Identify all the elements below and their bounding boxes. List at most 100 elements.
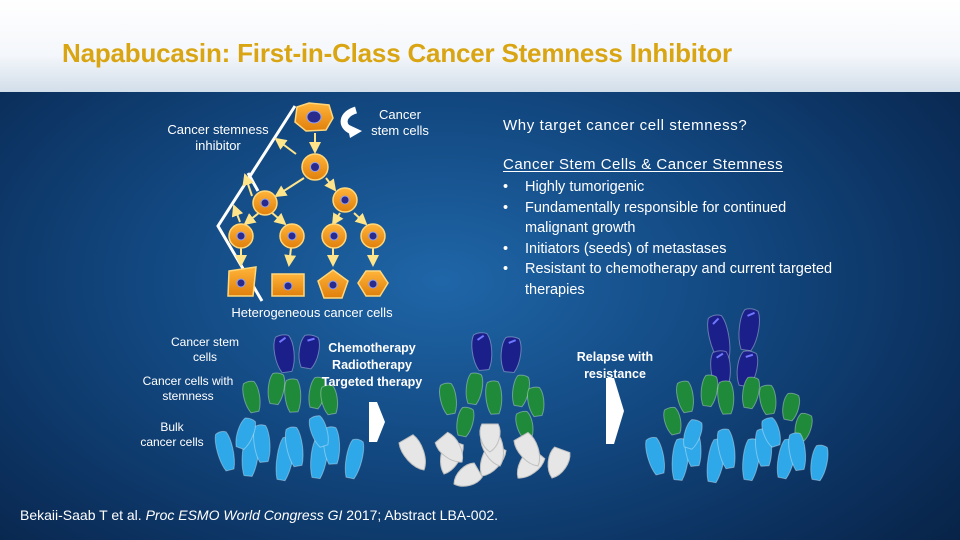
stemness-cell: [242, 380, 261, 414]
differentiated-cell-4: [357, 270, 389, 297]
committed-cell-3: [321, 223, 347, 249]
committed-cell-4: [360, 223, 386, 249]
bullet-item: •Highly tumorigenic: [503, 177, 843, 198]
stemness-cell: [465, 372, 484, 406]
stemness-cell: [485, 380, 503, 415]
why-question: Why target cancer cell stemness?: [503, 117, 748, 134]
stem-cell: [298, 334, 320, 370]
bulk-cell: [645, 436, 665, 476]
stemness-cell: [320, 384, 339, 416]
stem-cells-label: Cancer stem cells: [360, 107, 440, 139]
bullet-item: • Fundamentally responsible for continued…: [503, 198, 843, 239]
committed-cell-1: [228, 223, 254, 249]
stem-cell: [738, 308, 760, 352]
bulk-cell: [253, 424, 271, 463]
relapse-line2: resistance: [584, 367, 646, 381]
stem-cell: [273, 334, 295, 374]
legend-stem-line1: Cancer stem: [170, 335, 240, 349]
bulk-cell: [284, 426, 304, 468]
legend-bulk-line2: cancer cells: [140, 435, 204, 449]
hierarchy-cells: [227, 102, 389, 299]
bulk-cell: [742, 438, 761, 482]
stemness-cell: [663, 406, 682, 436]
stemness-cell: [676, 380, 694, 414]
citation: Bekaii-Saab T et al. Proc ESMO World Con…: [20, 507, 498, 523]
hierarchy-caption: Heterogeneous cancer cells: [231, 305, 393, 320]
stem-cell: [471, 332, 493, 372]
bulk-cell: [235, 417, 257, 450]
bullet-dot: •: [503, 240, 509, 257]
legend-stem-line2: cells: [192, 350, 217, 364]
bulk-cell: [344, 438, 365, 480]
differentiated-cell-1: [227, 266, 257, 297]
bullet-item: • Initiators (seeds) of metastases: [503, 239, 843, 260]
inhibitor-label-line2: inhibitor: [195, 138, 241, 153]
therapy-line2: Radiotherapy: [332, 358, 412, 372]
relapse-line1: Relapse with: [576, 350, 654, 364]
citation-journal: Proc ESMO World Congress GI: [145, 507, 343, 523]
bullet-text: Highly tumorigenic: [525, 179, 645, 195]
therapy-line1: Chemotherapy: [328, 341, 416, 355]
therapy-arrow: [369, 402, 385, 442]
bullet-list: •Highly tumorigenic •Fundamentally respo…: [503, 177, 843, 300]
stemness-cell: [284, 378, 302, 413]
slide-title: Napabucasin: First-in-Class Cancer Stemn…: [62, 38, 732, 68]
progenitor-cell: [301, 153, 329, 181]
intermediate-cell-left: [252, 190, 278, 216]
stemness-cell: [782, 392, 801, 422]
differentiated-cell-2: [271, 273, 305, 297]
relapse-label: Relapse with resistance: [560, 349, 670, 383]
bullet-dot: •: [503, 261, 509, 277]
dead-cell: [547, 446, 571, 479]
stemness-cell: [456, 406, 475, 438]
inhibitor-label-line1: Cancer stemness: [167, 122, 269, 137]
citation-authors: Bekaii-Saab T et al.: [20, 507, 146, 523]
hierarchy-arrows: [231, 133, 379, 267]
header-band: Napabucasin: First-in-Class Cancer Stemn…: [0, 0, 960, 92]
dead-cell: [453, 462, 483, 487]
stemness-cell: [700, 374, 719, 408]
bullet-text: Resistant to chemotherapy and current ta…: [525, 261, 833, 298]
stemness-cell: [439, 382, 457, 416]
bullet-dot: •: [503, 199, 509, 216]
bulk-cell: [683, 419, 703, 450]
dead-cell: [513, 431, 541, 467]
tumor-cell-groups: [214, 308, 829, 487]
bulk-cell: [671, 438, 690, 481]
dead-cell: [479, 423, 501, 453]
citation-details: 2017; Abstract LBA-002.: [342, 507, 499, 523]
bulk-cell: [214, 430, 235, 472]
stemness-cell: [717, 380, 735, 415]
stemness-cell: [267, 372, 286, 406]
csc-heading: Cancer Stem Cells & Cancer Stemness: [503, 156, 784, 173]
stem-cell: [707, 314, 731, 362]
stemness-cell: [527, 386, 545, 418]
relapse-arrow: [606, 378, 624, 444]
dead-cell: [398, 434, 426, 471]
stemness-cell: [759, 384, 777, 416]
legend-stem-label: Cancer stem cells: [143, 335, 267, 365]
stem-cells-label-line1: Cancer: [379, 107, 421, 122]
legend-stemness-line2: stemness: [162, 389, 214, 403]
dead-cell: [434, 431, 464, 463]
bulk-cell: [810, 444, 829, 482]
intermediate-cell-right: [332, 187, 358, 213]
stemness-cell: [515, 410, 534, 440]
stem-cell-top: [294, 102, 334, 132]
therapy-label: Chemotherapy Radiotherapy Targeted thera…: [312, 340, 432, 391]
committed-cell-2: [279, 223, 305, 249]
bulk-cell: [788, 432, 807, 472]
bullet-text: Fundamentally responsible for continued …: [525, 199, 787, 237]
stemness-cell: [742, 376, 760, 410]
bulk-cell: [716, 428, 736, 470]
differentiated-cell-3: [317, 269, 349, 299]
bulk-cell: [761, 417, 781, 448]
legend-bulk-label: Bulk cancer cells: [127, 420, 217, 450]
stem-cell: [500, 336, 522, 374]
bulk-cell: [308, 415, 329, 448]
stem-cells-label-line2: stem cells: [371, 123, 429, 138]
inhibitor-label: Cancer stemness inhibitor: [148, 122, 288, 154]
bullet-text: Initiators (seeds) of metastases: [525, 240, 727, 257]
bullet-item: • Resistant to chemotherapy and current t…: [503, 259, 843, 300]
